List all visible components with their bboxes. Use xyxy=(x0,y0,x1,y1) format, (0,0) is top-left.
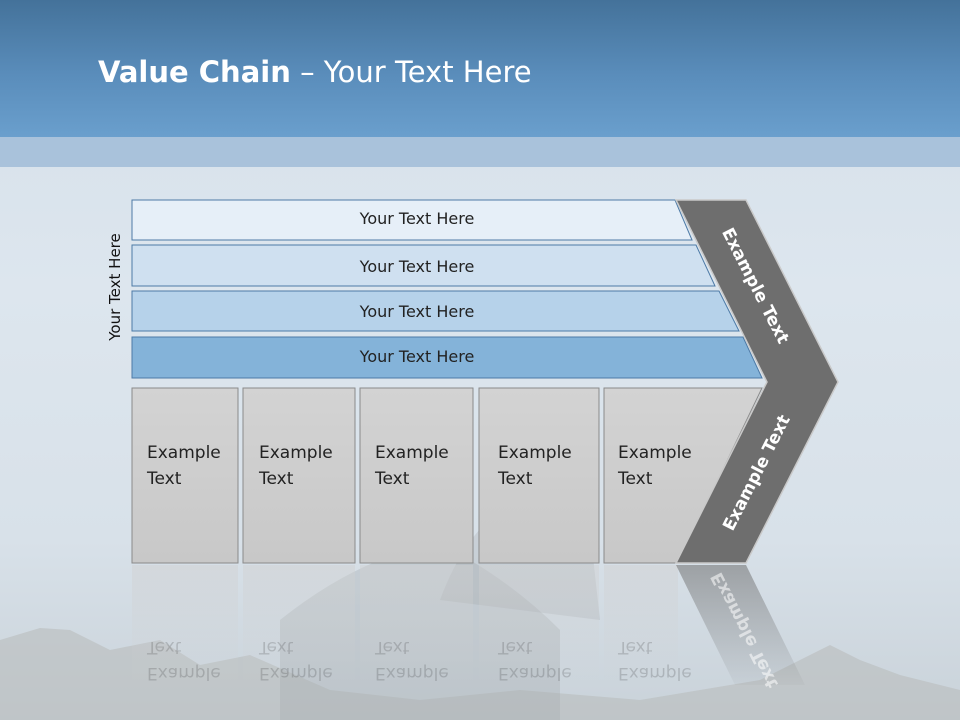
box-reflection-label-5-line1: Example xyxy=(618,663,692,683)
box-reflection-2 xyxy=(243,565,355,685)
page-title: Value Chain – Your Text Here xyxy=(98,55,532,89)
box-label-2-line2: Text xyxy=(259,469,294,489)
box-reflection-label-1: Example Text xyxy=(147,634,247,686)
box-reflection-label-2: Example Text xyxy=(259,634,359,686)
box-label-1-line2: Text xyxy=(147,469,182,489)
box-3 xyxy=(359,387,474,564)
box-reflection-label-4: Example Text xyxy=(498,634,598,686)
box-reflection-label-4-line1: Example xyxy=(498,663,572,683)
box-label-4-line1: Example xyxy=(498,443,572,463)
box-reflection-label-4-line2: Text xyxy=(498,637,533,657)
row-band-4 xyxy=(131,336,763,379)
row-band-1 xyxy=(131,199,693,241)
title-bold: Value Chain xyxy=(98,55,291,89)
box-reflection-label-1-line1: Example xyxy=(147,663,221,683)
row-band-2 xyxy=(131,244,716,287)
box-label-1-line1: Example xyxy=(147,443,221,463)
box-reflection-label-1-line2: Text xyxy=(147,637,182,657)
box-reflection-label-3: Example Text xyxy=(375,634,475,686)
box-label-5-line1: Example xyxy=(618,443,692,463)
header-bar xyxy=(0,0,960,137)
box-1 xyxy=(131,387,239,564)
row-label-2: Your Text Here xyxy=(359,257,475,276)
chevron-arrow xyxy=(674,199,839,564)
row-label-4: Your Text Here xyxy=(359,347,475,366)
box-reflection-5 xyxy=(604,565,678,685)
box-label-3-line2: Text xyxy=(375,469,410,489)
box-reflection-3 xyxy=(360,565,473,685)
row-band-3 xyxy=(131,290,740,332)
box-reflection-label-2-line1: Example xyxy=(259,663,333,683)
box-label-4-line2: Text xyxy=(498,469,533,489)
row-label-3: Your Text Here xyxy=(359,302,475,321)
box-reflection-label-2-line2: Text xyxy=(259,637,294,657)
box-2 xyxy=(242,387,356,564)
box-label-2-line1: Example xyxy=(259,443,333,463)
box-reflection-label-3-line1: Example xyxy=(375,663,449,683)
box-label-3-line1: Example xyxy=(375,443,449,463)
box-reflection-label-3-line2: Text xyxy=(375,637,410,657)
header-band xyxy=(0,137,960,167)
box-reflection-1 xyxy=(132,565,238,685)
box-reflection-label-5-line2: Text xyxy=(618,637,653,657)
box-4 xyxy=(478,387,600,564)
box-reflection-4 xyxy=(479,565,599,685)
row-label-1: Your Text Here xyxy=(359,209,475,228)
title-rest: – Your Text Here xyxy=(290,55,532,89)
box-label-5-line2: Text xyxy=(618,469,653,489)
box-reflection-label-5: Example Text xyxy=(618,634,718,686)
chevron-reflection xyxy=(676,565,805,685)
